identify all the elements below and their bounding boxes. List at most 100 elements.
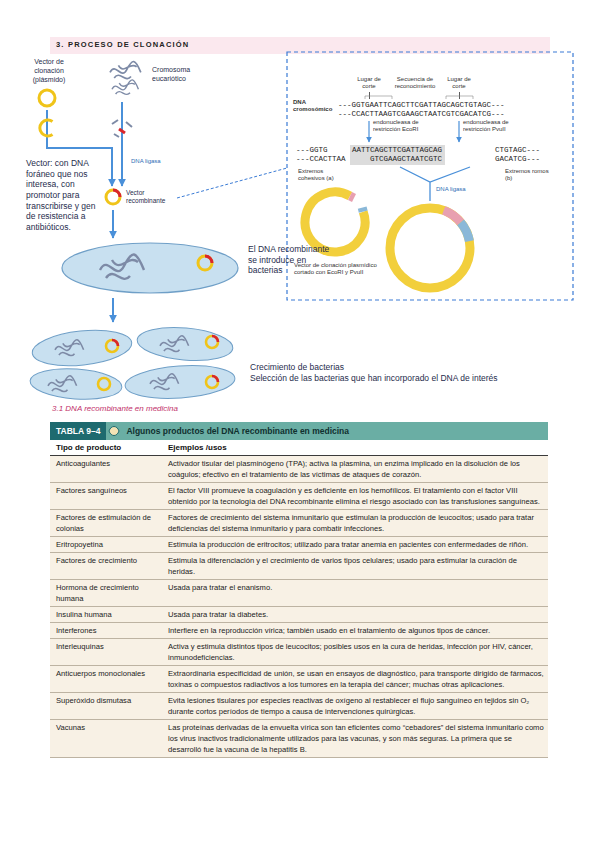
edge-label: DNA ligasa xyxy=(130,158,162,164)
insert-in-bacterium xyxy=(205,256,212,263)
vector-sticky-end xyxy=(350,196,354,198)
leader-line xyxy=(177,168,287,198)
table-cell: Estimula la producción de eritrocitos; u… xyxy=(162,537,548,553)
enzyme-arrow xyxy=(368,121,369,142)
annotation: Vector de clonación plasmídico cortado c… xyxy=(294,262,384,276)
fragment-shade xyxy=(350,145,445,165)
bacterium xyxy=(124,362,236,402)
table-cell: Activa y estimula distintos tipos de leu… xyxy=(162,639,548,666)
annotation: endonucleasa de restricción PvuII xyxy=(463,119,515,133)
table-cell: Factores sanguíneos xyxy=(50,483,162,510)
annotation: DNA cromosómico xyxy=(293,99,335,113)
plasmid-in-bacterium xyxy=(206,376,218,388)
table-cell: Anticoagulantes xyxy=(50,456,162,483)
table-cell: Eritropoyetina xyxy=(50,537,162,553)
table-cell: Vacunas xyxy=(50,720,162,758)
table-cell: Anticuerpos monoclonales xyxy=(50,666,162,693)
insert-in-bacterium xyxy=(112,340,118,346)
table-cell: Interfiere en la reproducción vírica; ta… xyxy=(162,623,548,639)
table-header-band: TABLA 9–4 Algunos productos del DNA recom… xyxy=(50,422,548,440)
table-title: Algunos productos del DNA recombinante e… xyxy=(122,426,349,436)
step-text: Vector de clonación (plásmido) xyxy=(20,58,78,84)
step-text: Cromosoma eucariótico xyxy=(152,66,208,84)
dna-sequence: GTCGAAGCTAATCGTC xyxy=(370,155,442,164)
table-cell: Interleuquinas xyxy=(50,639,162,666)
annotation: Extremos cohesivos (a) xyxy=(298,168,342,182)
cut-plasmid xyxy=(40,120,53,136)
table-cell: Usada para tratar la diabetes. xyxy=(162,607,548,623)
table-row: Factores de estimulación de coloniasFact… xyxy=(50,510,548,537)
step-text: Crecimiento de bacterias xyxy=(250,362,550,373)
insert-segment xyxy=(444,210,461,222)
step-text: Selección de las bacterias que han incor… xyxy=(250,373,550,384)
table-row: InterleuquinasActiva y estimula distinto… xyxy=(50,639,548,666)
table-row: AnticoagulantesActivador tisular del pla… xyxy=(50,456,548,483)
table-cell: Factores de crecimiento xyxy=(50,553,162,580)
table-row: Superóxido dismutasaEvita lesiones tisul… xyxy=(50,693,548,720)
vector-blunt-end xyxy=(362,208,363,212)
cut-vector-ring xyxy=(305,192,365,252)
table-row: Factores sanguíneosEl factor VIII promue… xyxy=(50,483,548,510)
table-cell: Factores de crecimiento del sistema inmu… xyxy=(162,510,548,537)
flow-step: Cromosoma eucariótico xyxy=(108,58,208,102)
bacterium xyxy=(30,326,133,370)
bacterium xyxy=(136,324,234,364)
table-row: InterferonesInterfiere en la reproducció… xyxy=(50,623,548,639)
table-number: TABLA 9–4 xyxy=(50,422,106,440)
section-title: 3. PROCESO DE CLONACIÓN xyxy=(56,40,189,49)
bacteria-colony xyxy=(29,324,236,402)
table-icon xyxy=(106,424,122,438)
flow-step: Vector recombinante xyxy=(104,186,176,210)
bacterial-chromosome xyxy=(100,254,144,278)
plasmid-in-bacterium xyxy=(206,336,218,348)
table-cell: Hormona de crecimiento humana xyxy=(50,580,162,607)
plasmid-ring xyxy=(39,90,55,106)
table-cell: Activador tisular del plasminógeno (TPA)… xyxy=(162,456,548,483)
dna-fragment-red xyxy=(119,129,125,133)
table-cell: Usada para tratar el enanismo. xyxy=(162,580,548,607)
table-cell: Las proteínas derivadas de la envuelta v… xyxy=(162,720,548,758)
table-cell: Insulina humana xyxy=(50,607,162,623)
step-text: Vector recombinante xyxy=(126,189,176,205)
data-table: TABLA 9–4 Algunos productos del DNA recom… xyxy=(50,422,548,758)
flow-step: Crecimiento de bacteriasSelección de las… xyxy=(28,322,553,404)
bacterial-chromosome xyxy=(55,340,84,356)
dna-sequence: GACATCG--- xyxy=(495,155,540,164)
insert-segment xyxy=(461,222,470,241)
annotation: Lugar de corte xyxy=(443,76,475,90)
table-cell: El factor VIII promueve la coagulación y… xyxy=(162,483,548,510)
recombinant-plasmid xyxy=(106,190,120,204)
table-row: Factores de crecimientoEstimula la difer… xyxy=(50,553,548,580)
annotation: Lugar de corte xyxy=(353,76,385,90)
recombinant-vector-ring xyxy=(390,208,470,288)
dna-fragments xyxy=(112,120,132,137)
ligation-lines xyxy=(400,167,470,201)
table-row: Insulina humanaUsada para tratar la diab… xyxy=(50,607,548,623)
chromosome-picture xyxy=(110,62,141,79)
dna-sequence: AATTCAGCTTCGATTAGCAG xyxy=(352,146,442,155)
flow-arrow xyxy=(112,210,114,238)
plasmid-in-bacterium xyxy=(98,378,110,390)
inset-frame xyxy=(287,52,573,300)
enzyme-arrow xyxy=(458,121,459,142)
table-row: EritropoyetinaEstimula la producción de … xyxy=(50,537,548,553)
table-row: VacunasLas proteínas derivadas de la env… xyxy=(50,720,548,758)
annotation: DNA ligasa xyxy=(436,186,476,193)
icon-shape xyxy=(109,427,119,436)
plasmid-in-bacterium xyxy=(106,340,118,352)
table-row: Hormona de crecimiento humanaUsada para … xyxy=(50,580,548,607)
flow-arrow xyxy=(112,298,114,322)
table-cell: Evita lesiones tisulares por especies re… xyxy=(162,693,548,720)
bacterial-chromosome xyxy=(150,374,179,390)
annotation: endonucleasa de restricción EcoRI xyxy=(373,119,425,133)
annotation: Extremos romos (b) xyxy=(505,168,549,182)
dna-sequence: ---GGTG xyxy=(296,146,328,155)
annotation: Vector: con DNA foráneo que nos interesa… xyxy=(26,158,106,232)
insert-in-bacterium xyxy=(212,336,218,342)
header-row: Tipo de productoEjemplos /usos xyxy=(50,440,548,456)
flow-step: Vector de clonación (plásmido) xyxy=(20,58,78,110)
dna-sequence: ---GGTGAATTCAGCTTCGATTAGCAGCTGTAGC--- xyxy=(338,101,505,110)
column-header: Ejemplos /usos xyxy=(162,440,548,456)
table-cell: Factores de estimulación de colonias xyxy=(50,510,162,537)
dna-sequence: CTGTAGC--- xyxy=(495,146,540,155)
